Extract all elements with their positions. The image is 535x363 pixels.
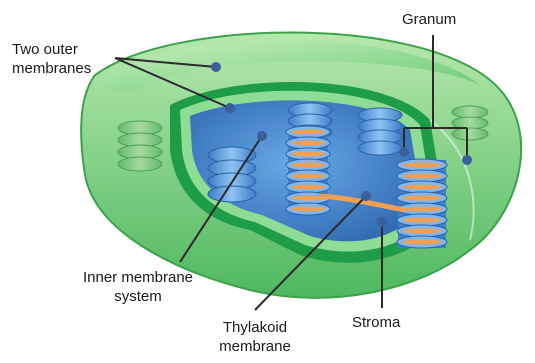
thylakoid-lumen bbox=[402, 229, 442, 234]
label-two-outer-membranes-line2: membranes bbox=[12, 59, 91, 78]
thylakoid-lumen bbox=[291, 163, 325, 168]
thylakoid-lumen bbox=[402, 240, 442, 245]
outer-membrane-dot-1 bbox=[211, 62, 221, 72]
thylakoid-lumen bbox=[402, 207, 442, 212]
granum-center-cut bbox=[286, 126, 330, 222]
label-thylakoid-membrane-line2: membrane bbox=[190, 337, 320, 356]
stroma-pointer-dot bbox=[377, 217, 387, 227]
thylakoid-lumen bbox=[402, 185, 442, 190]
thylakoid-lumen bbox=[402, 163, 442, 168]
label-two-outer-membranes: Two outer membranes bbox=[12, 40, 91, 78]
label-stroma: Stroma bbox=[352, 313, 400, 332]
thylakoid-lumen bbox=[402, 196, 442, 201]
thylakoid-lumen bbox=[291, 141, 325, 146]
thylakoid-lumen bbox=[291, 185, 325, 190]
granum-right-outer bbox=[452, 106, 488, 140]
label-two-outer-membranes-line1: Two outer bbox=[12, 40, 91, 59]
label-granum: Granum bbox=[402, 10, 456, 29]
granum-pointer-dot-right bbox=[462, 155, 472, 165]
label-inner-membrane-system: Inner membrane system bbox=[58, 268, 218, 306]
thylakoid-pointer-dot bbox=[361, 191, 371, 201]
label-thylakoid-membrane: Thylakoid membrane bbox=[190, 318, 320, 356]
outer-membrane-dot-2 bbox=[225, 103, 235, 113]
granum-pointer-dot-left bbox=[399, 147, 409, 157]
granum-back-2 bbox=[358, 108, 402, 155]
label-inner-membrane-system-line1: Inner membrane bbox=[58, 268, 218, 287]
granum-right-cut bbox=[397, 159, 447, 248]
thylakoid-lumen bbox=[402, 218, 442, 223]
thylakoid-lumen bbox=[291, 152, 325, 157]
thylakoid-lumen bbox=[402, 174, 442, 179]
thylakoid-lumen bbox=[291, 207, 325, 212]
inner-membrane-pointer-dot bbox=[257, 131, 267, 141]
thylakoid-lumen bbox=[291, 174, 325, 179]
thylakoid-lumen bbox=[291, 130, 325, 135]
label-inner-membrane-system-line2: system bbox=[58, 287, 218, 306]
label-thylakoid-membrane-line1: Thylakoid bbox=[190, 318, 320, 337]
